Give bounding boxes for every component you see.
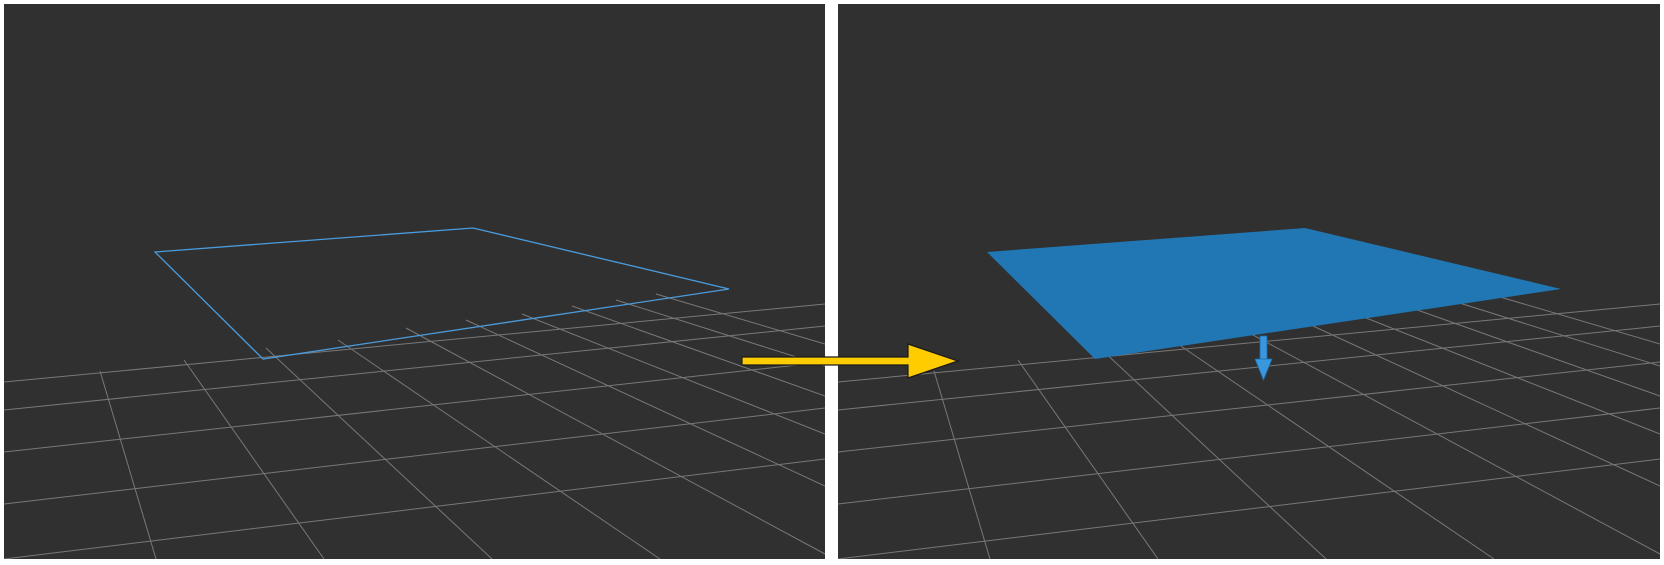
viewport-right[interactable] xyxy=(838,4,1660,559)
grid-line xyxy=(933,370,991,559)
grid-line xyxy=(838,361,1660,453)
grid-line xyxy=(4,325,825,411)
grid-line xyxy=(99,370,157,559)
grid-line xyxy=(337,339,661,559)
scene-right xyxy=(838,228,1660,559)
grid-line xyxy=(4,458,825,559)
grid-line xyxy=(838,303,1660,383)
grid-line xyxy=(838,325,1660,411)
plane-outline[interactable] xyxy=(153,227,730,360)
grid-line xyxy=(4,303,825,383)
grid-line xyxy=(1171,339,1495,559)
grid-line xyxy=(1489,293,1660,345)
grid-line xyxy=(521,313,825,435)
grid-line xyxy=(1355,313,1660,435)
grid-line xyxy=(183,359,325,559)
grid-line xyxy=(1299,319,1660,487)
grid-line xyxy=(4,407,825,505)
grid-line xyxy=(265,347,493,559)
plane-face[interactable] xyxy=(987,228,1561,359)
grid-line xyxy=(571,305,825,397)
grid-line xyxy=(1099,347,1327,559)
grid-line xyxy=(838,407,1660,505)
ground-grid xyxy=(838,293,1660,559)
ground-grid xyxy=(4,293,825,559)
normal-arrow-icon xyxy=(1254,335,1273,382)
grid-line xyxy=(4,361,825,453)
grid-line xyxy=(405,327,825,555)
grid-line xyxy=(655,293,825,345)
grid-line xyxy=(1017,359,1159,559)
viewport-left[interactable] xyxy=(4,4,825,559)
grid-line xyxy=(465,319,825,487)
grid-line xyxy=(1449,299,1660,367)
grid-line xyxy=(838,458,1660,559)
scene-left xyxy=(4,227,825,559)
grid-line xyxy=(1239,327,1660,555)
grid-line xyxy=(1405,305,1660,397)
